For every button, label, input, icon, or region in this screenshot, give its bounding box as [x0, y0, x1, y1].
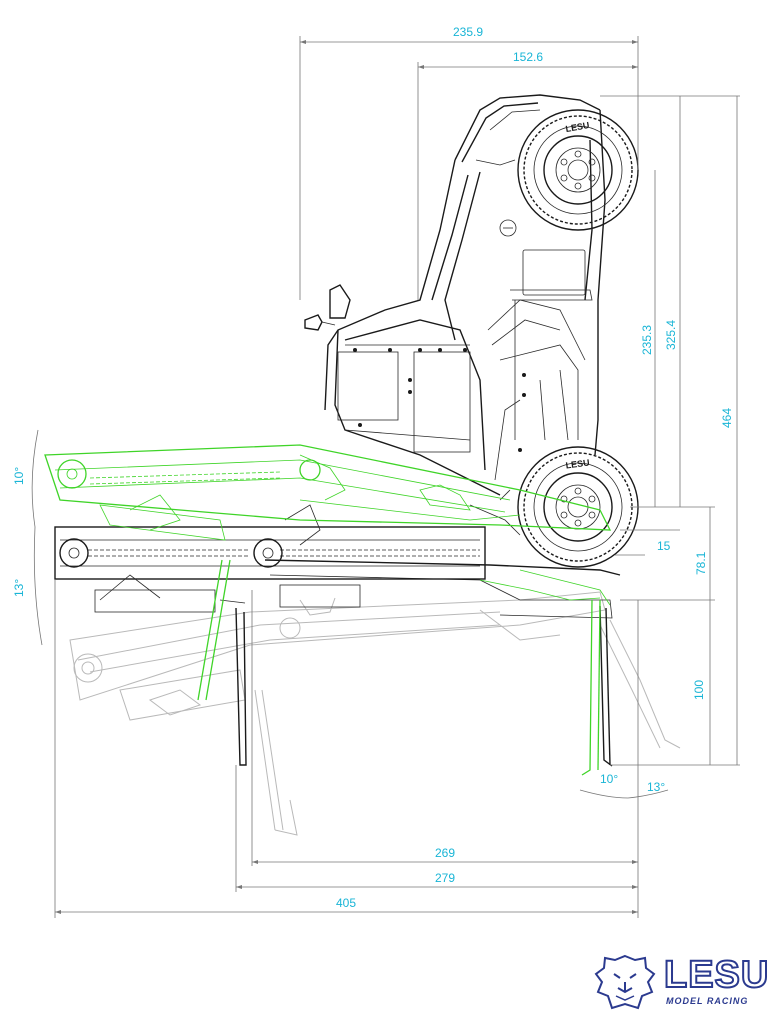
forklift-body: [264, 94, 621, 581]
dim-bottom-overall: 405: [336, 896, 356, 910]
dim-bottom-inner: 269: [435, 846, 455, 860]
dim-top-overall: 235.9: [453, 25, 483, 39]
angle-left-up: 10°: [12, 467, 26, 485]
ghost-lowered-mast: [69, 591, 681, 836]
dimension-lines: [31, 36, 740, 918]
dim-height-total: 464: [720, 408, 734, 428]
dim-offset-small: 15: [657, 539, 671, 553]
angle-left-down: 13°: [12, 579, 26, 597]
upper-wheel-brand: LESU: [565, 120, 590, 134]
lion-head-icon: [594, 954, 656, 1010]
logo-wordmark: LESU: [663, 953, 768, 997]
brand-logo: LESU MODEL RACING: [590, 952, 768, 1012]
dim-fork-height: 100: [692, 680, 706, 700]
horizontal-mast: [54, 504, 613, 767]
upper-wheel: LESU: [517, 109, 639, 231]
dim-height-upper: 325.4: [664, 320, 678, 350]
lower-wheel-brand: LESU: [565, 457, 590, 470]
dim-height-lower: 78.1: [694, 551, 708, 575]
dim-bottom-mid: 279: [435, 871, 455, 885]
logo-tagline: MODEL RACING: [666, 996, 749, 1006]
angle-bottom-left: 10°: [600, 772, 618, 786]
lower-wheel: LESU: [517, 446, 639, 568]
dim-height-mid: 235.3: [640, 325, 654, 355]
angle-bottom-right: 13°: [647, 780, 665, 794]
tilted-mast-overlay: [44, 444, 612, 776]
dim-top-partial: 152.6: [513, 50, 543, 64]
dimension-labels: 235.9 152.6 235.3 325.4 464 15 78.1 100 …: [12, 25, 734, 910]
